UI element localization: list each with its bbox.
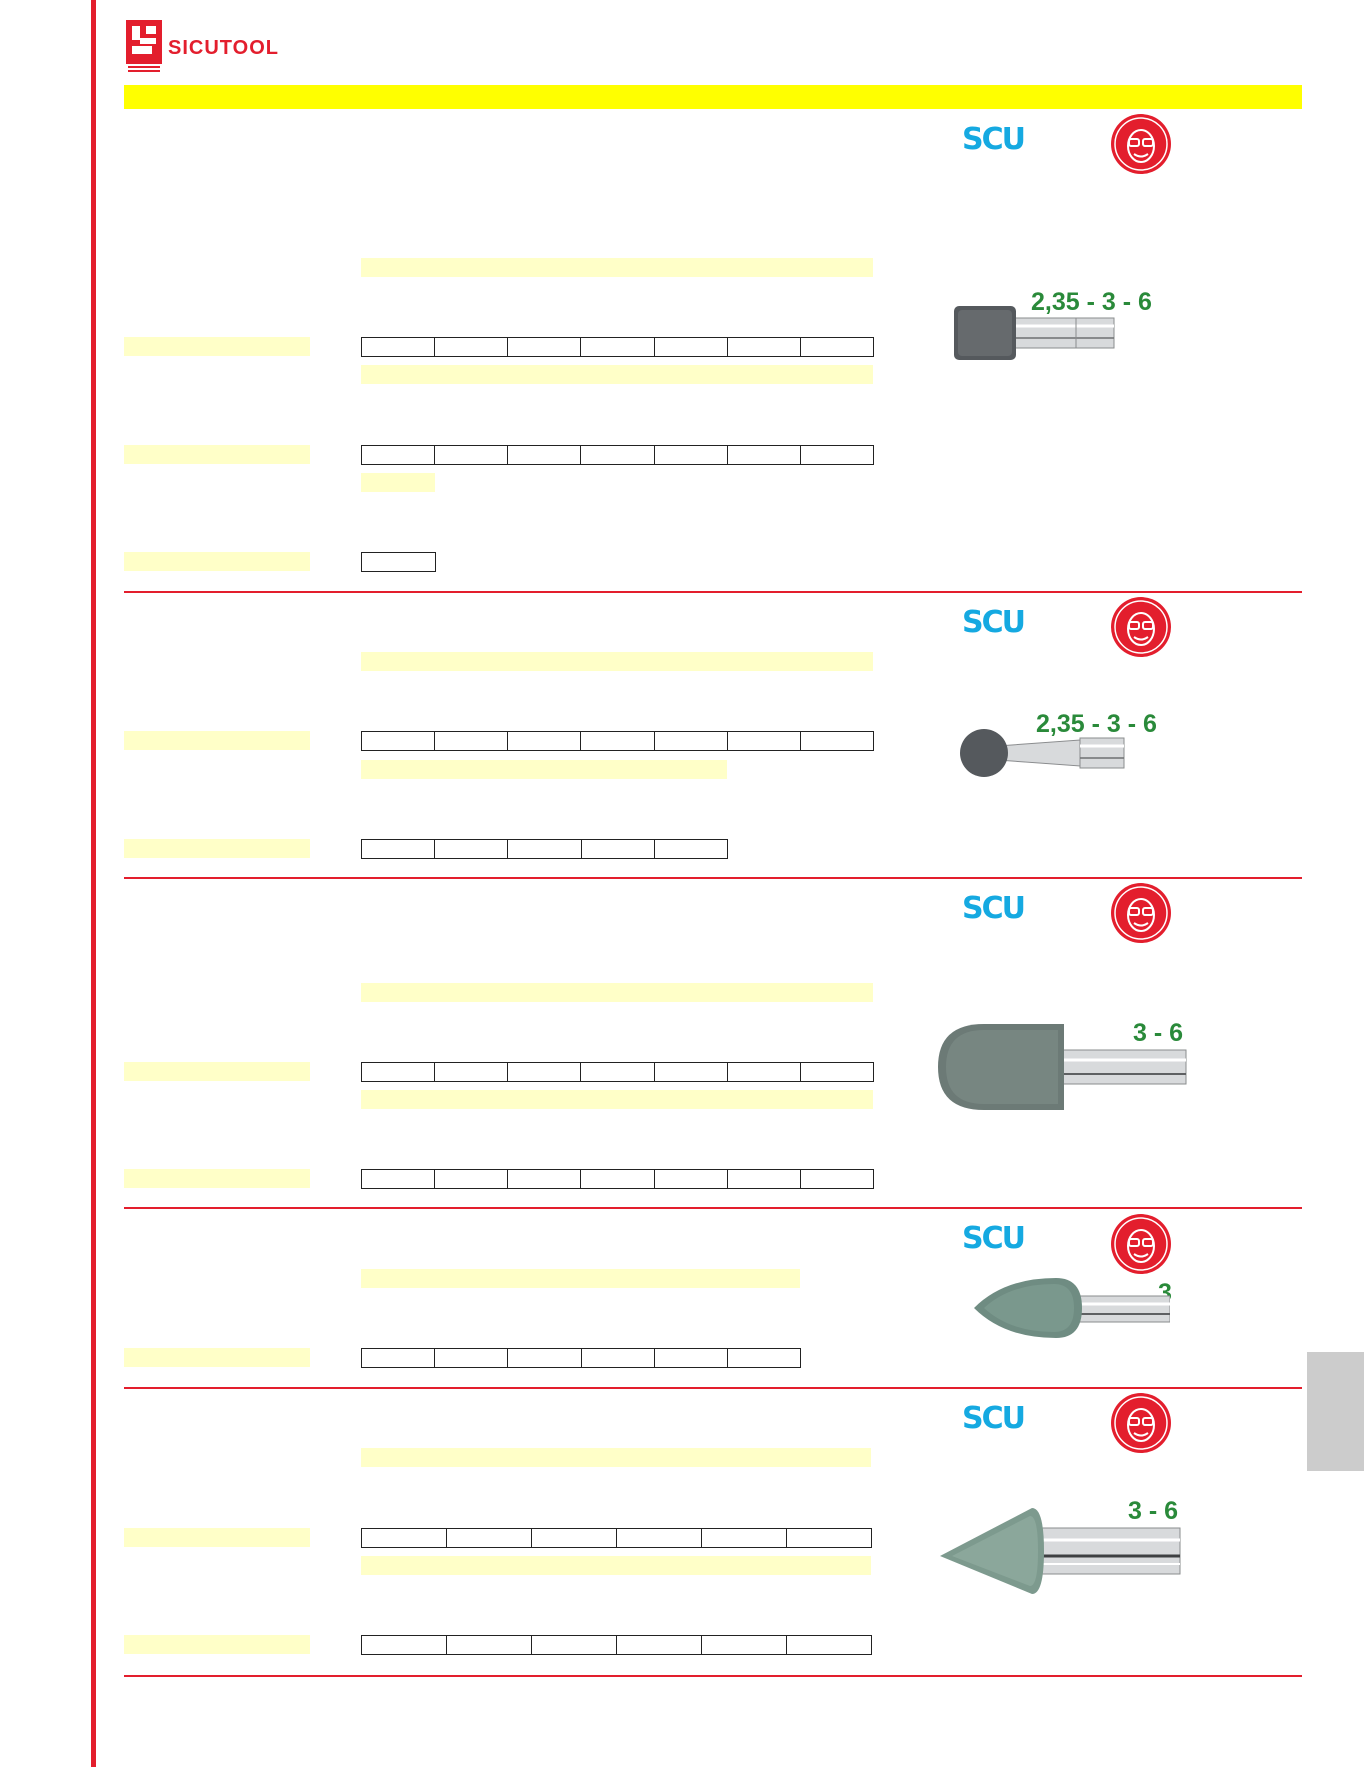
value-table [361, 552, 436, 572]
cylinder-grinding-point-image [954, 306, 1115, 360]
safety-goggles-face-icon [1111, 883, 1171, 943]
label-highlight [124, 445, 310, 464]
section-divider [124, 1387, 1302, 1389]
header-row-highlight [361, 473, 435, 492]
label-highlight [124, 1528, 310, 1547]
safety-goggles-face-icon [1111, 114, 1171, 174]
header-row-highlight [361, 1269, 800, 1288]
value-table [361, 445, 874, 465]
header-row-highlight [361, 760, 727, 779]
value-table [361, 1062, 874, 1082]
sicutool-logo-icon [126, 20, 162, 72]
value-table [361, 1169, 874, 1189]
tool-neck [997, 739, 1081, 767]
scu-logo: SCU [962, 605, 1026, 640]
label-highlight [124, 552, 310, 571]
scu-logo: SCU [962, 1221, 1026, 1256]
value-table [361, 1348, 801, 1368]
header-row-highlight [361, 258, 873, 277]
brand-name: SICUTOOL [168, 37, 279, 59]
label-highlight [124, 337, 310, 356]
header-row-highlight [361, 1556, 871, 1575]
section-divider [124, 877, 1302, 879]
label-highlight [124, 1062, 310, 1081]
value-table [361, 1528, 872, 1548]
label-highlight [124, 1348, 310, 1367]
header-row-highlight [361, 1448, 871, 1467]
safety-goggles-face-icon [1111, 1214, 1171, 1274]
scu-logo: SCU [962, 1401, 1026, 1436]
section-divider [124, 1675, 1302, 1677]
value-table [361, 1635, 872, 1655]
ball-grinding-point-image [960, 729, 1008, 777]
label-highlight [124, 1169, 310, 1188]
title-bar [124, 85, 1302, 109]
left-margin-rule [91, 0, 96, 1767]
header-row-highlight [361, 983, 873, 1002]
label-highlight [124, 731, 310, 750]
header-row-highlight [361, 1090, 873, 1109]
header-row-highlight [361, 652, 873, 671]
value-table [361, 839, 728, 859]
shank-diameter-label: 3 - 6 [1128, 1497, 1179, 1525]
shank-diameter-label: 2,35 - 3 - 6 [1031, 288, 1152, 316]
header-row-highlight [361, 365, 873, 384]
egg-point-grinding-point-image [974, 1278, 1170, 1338]
section-divider [124, 591, 1302, 593]
shank-diameter-label: 2,35 - 3 - 6 [1036, 710, 1157, 738]
shank-diameter-label: 3 - 6 [1133, 1019, 1184, 1047]
scu-logo: SCU [962, 891, 1026, 926]
bullet-grinding-point-image [938, 1024, 1187, 1110]
section-divider [124, 1207, 1302, 1209]
label-highlight [124, 1635, 310, 1654]
safety-goggles-face-icon [1111, 1393, 1171, 1453]
safety-goggles-face-icon [1111, 597, 1171, 657]
cone-grinding-point-image [940, 1508, 1181, 1594]
tool-shank [1079, 737, 1125, 769]
scu-logo: SCU [962, 122, 1026, 157]
side-thumb-tab[interactable] [1307, 1352, 1364, 1471]
value-table [361, 731, 874, 751]
value-table [361, 337, 874, 357]
label-highlight [124, 839, 310, 858]
